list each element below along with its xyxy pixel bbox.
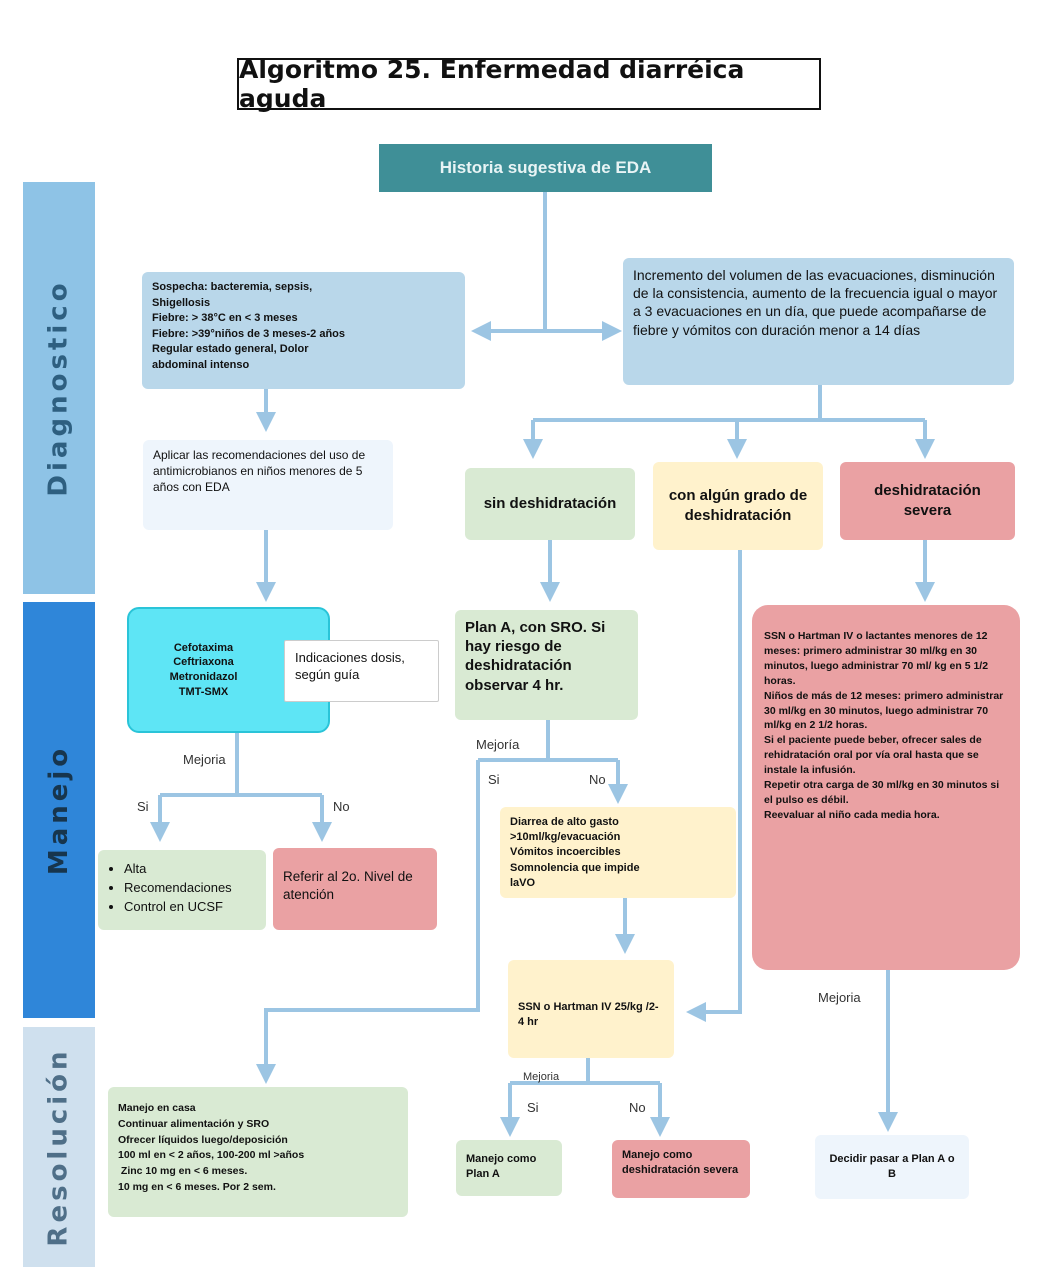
- node-alta: Alta Recomendaciones Control en UCSF: [98, 850, 266, 930]
- node-ssn-moderada-text: SSN o Hartman IV 25/kg /2-4 hr: [518, 1001, 659, 1028]
- node-diarrea: Diarrea de alto gasto >10ml/kg/evacuació…: [500, 807, 736, 898]
- ssn-severa-paragraph: Repetir otra carga de 30 ml/kg en 30 min…: [764, 779, 1000, 806]
- node-decidir-text: Decidir pasar a Plan A o B: [829, 1153, 955, 1180]
- label-si-3: Si: [527, 1100, 539, 1115]
- arrow-algun-ssn: [686, 550, 742, 1022]
- diarrea-line: Vómitos incoercibles: [510, 846, 621, 859]
- node-algun-text: con algún grado de deshidratación: [668, 487, 808, 524]
- section-resolucion: Resolución: [23, 1027, 95, 1267]
- ssn-severa-paragraph: Niños de más de 12 meses: primero admini…: [764, 689, 1004, 732]
- alta-item: Alta: [124, 860, 256, 877]
- diarrea-line: >10ml/kg/evacuación: [510, 831, 621, 844]
- manejo-casa-line: 100 ml en < 2 años, 100-200 ml >años: [118, 1149, 305, 1162]
- node-decidir: Decidir pasar a Plan A o B: [815, 1135, 969, 1199]
- node-antibioticos: Cefotaxima Ceftriaxona Metronidazol TMT-…: [127, 607, 330, 733]
- node-sin-deshidratacion: sin deshidratación: [465, 468, 635, 540]
- label-mejoria-1: Mejoria: [183, 752, 226, 767]
- manejo-casa-line: Zinc 10 mg en < 6 meses.: [118, 1165, 248, 1177]
- antibiotico-item: TMT-SMX: [178, 685, 229, 698]
- page-title: Algoritmo 25. Enfermedad diarréica aguda: [237, 55, 821, 113]
- node-historia-text: Historia sugestiva de EDA: [439, 157, 652, 177]
- sospecha-line: Shigellosis: [152, 296, 211, 309]
- label-mejoria-2: Mejoría: [476, 737, 520, 752]
- node-plan-a: Plan A, con SRO. Si hay riesgo de deshid…: [455, 610, 638, 720]
- node-sin-text: sin deshidratación: [483, 495, 617, 513]
- section-manejo: Manejo: [23, 602, 95, 1018]
- label-no-1: No: [333, 799, 350, 814]
- arrow-si-manejo-casa: [256, 760, 480, 1084]
- antibiotico-item: Ceftriaxona: [173, 656, 234, 669]
- sospecha-line: abdominal intenso: [152, 359, 250, 372]
- node-indicaciones: Indicaciones dosis, según guía: [284, 640, 439, 702]
- node-referir-text: Referir al 2o. Nivel de atención: [283, 869, 413, 902]
- node-severa-text: deshidratación severa: [874, 482, 981, 519]
- manejo-casa-line: 10 mg en < 6 meses. Por 2 sem.: [118, 1180, 276, 1193]
- node-aplicar: Aplicar las recomendaciones del uso de a…: [143, 440, 393, 530]
- node-aplicar-text: Aplicar las recomendaciones del uso de a…: [153, 448, 366, 494]
- node-incremento-text: Incremento del volumen de las evacuacion…: [633, 267, 998, 338]
- manejo-casa-line: Ofrecer líquidos luego/deposición: [118, 1133, 288, 1146]
- diarrea-line: Somnolencia que impide: [510, 861, 640, 874]
- antibiotico-item: Metronidazol: [169, 671, 238, 683]
- antibiotico-item: Cefotaxima: [173, 641, 234, 654]
- label-mejoria-4: Mejoria: [818, 990, 861, 1005]
- node-algun-grado: con algún grado de deshidratación: [653, 462, 823, 550]
- node-ssn-moderada: SSN o Hartman IV 25/kg /2-4 hr: [508, 960, 674, 1058]
- ssn-severa-paragraph: Si el paciente puede beber, ofrecer sale…: [764, 734, 982, 777]
- sospecha-line: Regular estado general, Dolor: [152, 343, 309, 356]
- node-referir: Referir al 2o. Nivel de atención: [273, 848, 437, 930]
- section-diagnostico: Diagnostico: [23, 182, 95, 594]
- node-incremento: Incremento del volumen de las evacuacion…: [623, 258, 1014, 385]
- manejo-casa-line: Manejo en casa: [118, 1102, 196, 1114]
- node-manejo-severa-text: Manejo como deshidratación severa: [622, 1149, 739, 1176]
- sospecha-line: Fiebre: > 38°C en < 3 meses: [152, 312, 298, 325]
- ssn-severa-paragraph: SSN o Hartman IV o lactantes menores de …: [764, 630, 989, 687]
- node-plan-a-text: Plan A, con SRO. Si hay riesgo de deshid…: [465, 619, 606, 694]
- node-manejo-casa: Manejo en casa Continuar alimentación y …: [108, 1087, 408, 1217]
- node-historia: Historia sugestiva de EDA: [379, 144, 712, 192]
- diarrea-line: laVO: [510, 876, 536, 889]
- node-deshidratacion-severa: deshidratación severa: [840, 462, 1015, 540]
- node-manejo-severa: Manejo como deshidratación severa: [612, 1140, 750, 1198]
- alta-item: Recomendaciones: [124, 879, 256, 896]
- node-manejo-plan-a-text: Manejo como Plan A: [466, 1153, 537, 1180]
- node-sospecha: Sospecha: bacteremia, sepsis, Shigellosi…: [142, 272, 465, 389]
- label-mejoria-3: Mejoria: [523, 1071, 560, 1083]
- alta-item: Control en UCSF: [124, 898, 256, 915]
- sospecha-line: Sospecha: bacteremia, sepsis,: [152, 281, 313, 293]
- node-manejo-plan-a: Manejo como Plan A: [456, 1140, 562, 1196]
- node-ssn-severa: SSN o Hartman IV o lactantes menores de …: [752, 605, 1020, 970]
- node-indicaciones-text: Indicaciones dosis, según guía: [295, 650, 405, 683]
- manejo-casa-line: Continuar alimentación y SRO: [118, 1117, 270, 1130]
- sospecha-line: Fiebre: >39°niños de 3 meses-2 años: [152, 327, 346, 340]
- diarrea-line: Diarrea de alto gasto: [510, 816, 619, 828]
- label-no-3: No: [629, 1100, 646, 1115]
- label-si-2: Si: [488, 772, 500, 787]
- ssn-severa-paragraph: Reevaluar al niño cada media hora.: [764, 808, 940, 821]
- label-si-1: Si: [137, 799, 149, 814]
- label-no-2: No: [589, 772, 606, 787]
